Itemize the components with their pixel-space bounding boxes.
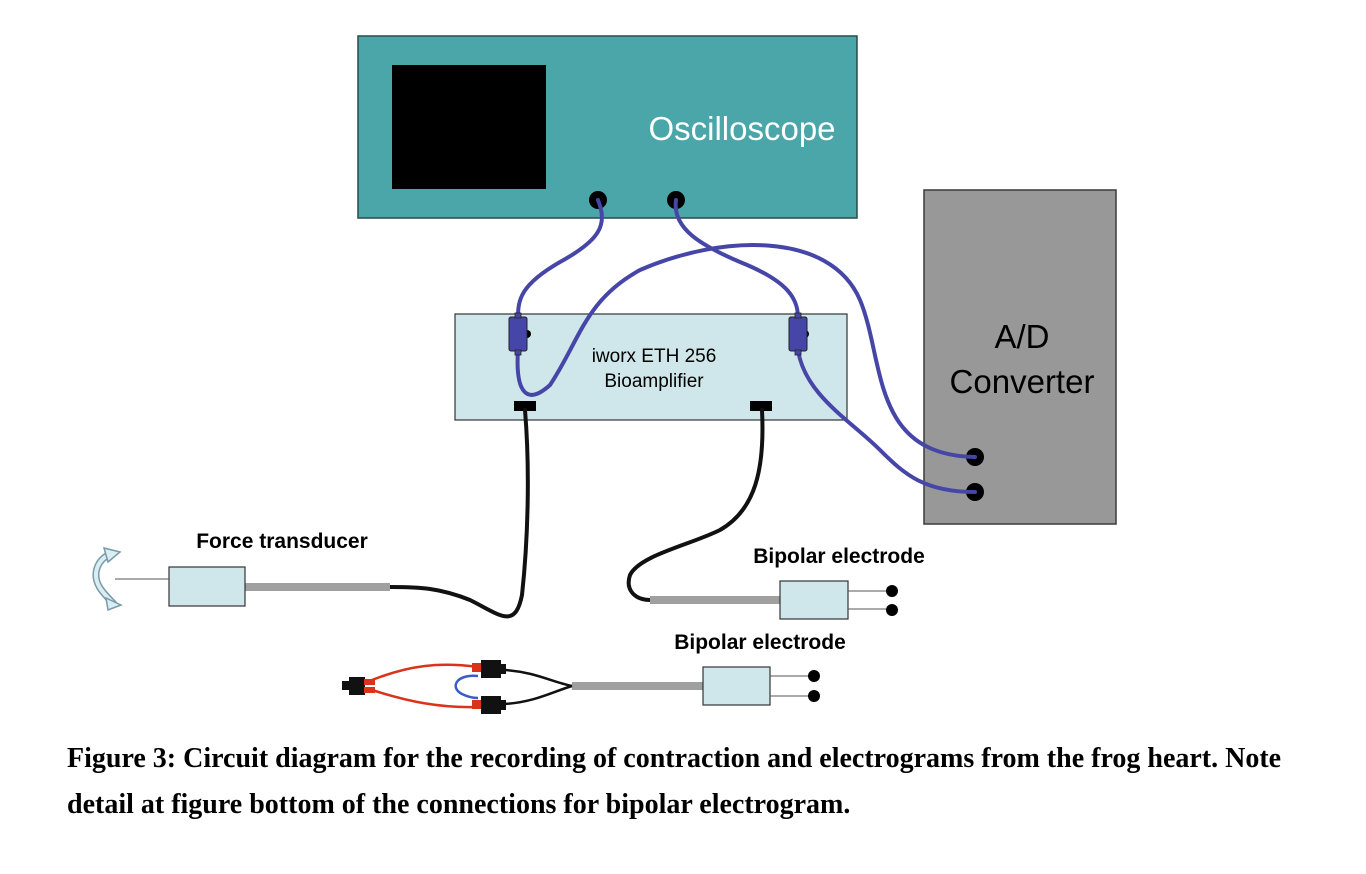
bipolar-electrode-lower-label: Bipolar electrode — [674, 631, 846, 654]
connector-plug-lower — [472, 696, 506, 714]
oscilloscope-label: Oscilloscope — [648, 110, 835, 147]
electrode-tip — [808, 670, 820, 682]
cable-osc-to-bioamp-left — [516, 198, 604, 320]
ad-converter: A/D Converter — [923, 189, 1117, 525]
bipolar-electrode-upper-sheath — [650, 596, 780, 604]
electrode-tip — [886, 585, 898, 597]
force-transducer: Force transducer — [92, 530, 390, 612]
force-transducer-label: Force transducer — [196, 530, 368, 553]
red-lead-upper — [371, 663, 479, 682]
oscilloscope-screen — [392, 65, 546, 189]
cable-bioamp-to-force-transducer — [388, 408, 530, 619]
electrode-tip — [886, 604, 898, 616]
ad-converter-body — [923, 189, 1117, 525]
bioamplifier-input-right — [750, 401, 772, 411]
connector-plug-upper — [472, 660, 506, 678]
cable-bioamp-left-to-ad — [515, 243, 977, 459]
electrode-tip — [808, 690, 820, 702]
cable-osc-to-bioamp-right — [673, 198, 800, 320]
plug-bioamp-left — [508, 316, 528, 352]
cable-bioamp-to-bipolar-electrode — [626, 408, 765, 602]
curved-arrow-icon — [92, 546, 123, 612]
signal-cables — [515, 198, 977, 494]
bioamplifier-input-left — [514, 401, 536, 411]
cable-bioamp-right-to-ad — [796, 348, 977, 494]
ad-converter-label-line2: Converter — [950, 363, 1095, 400]
plug-bioamp-right — [788, 316, 808, 352]
force-transducer-body — [168, 566, 246, 607]
ad-converter-label-line1: A/D — [994, 318, 1049, 355]
connector-plug-input — [342, 677, 375, 695]
red-lead-lower — [371, 688, 479, 709]
circuit-diagram: Oscilloscope A/D Converter iworx ETH 256… — [92, 35, 1117, 714]
bipolar-electrode-upper-body — [779, 580, 849, 620]
bipolar-electrode-lower: Bipolar electrode — [342, 631, 846, 714]
figure-caption: Figure 3: Circuit diagram for the record… — [67, 743, 1282, 820]
bioamplifier-label-line1: iworx ETH 256 — [592, 346, 717, 367]
bipolar-electrode-lower-body — [702, 666, 771, 706]
bipolar-electrode-lower-sheath — [572, 682, 704, 690]
blue-jumper — [454, 674, 479, 700]
bipolar-electrode-upper: Bipolar electrode — [650, 545, 925, 620]
bipolar-electrode-upper-label: Bipolar electrode — [753, 545, 925, 568]
force-transducer-sheath — [245, 583, 390, 591]
input-cables — [388, 408, 765, 619]
oscilloscope: Oscilloscope — [357, 35, 858, 219]
bioamplifier-label-line2: Bioamplifier — [604, 371, 704, 392]
signal-plugs — [508, 312, 808, 356]
